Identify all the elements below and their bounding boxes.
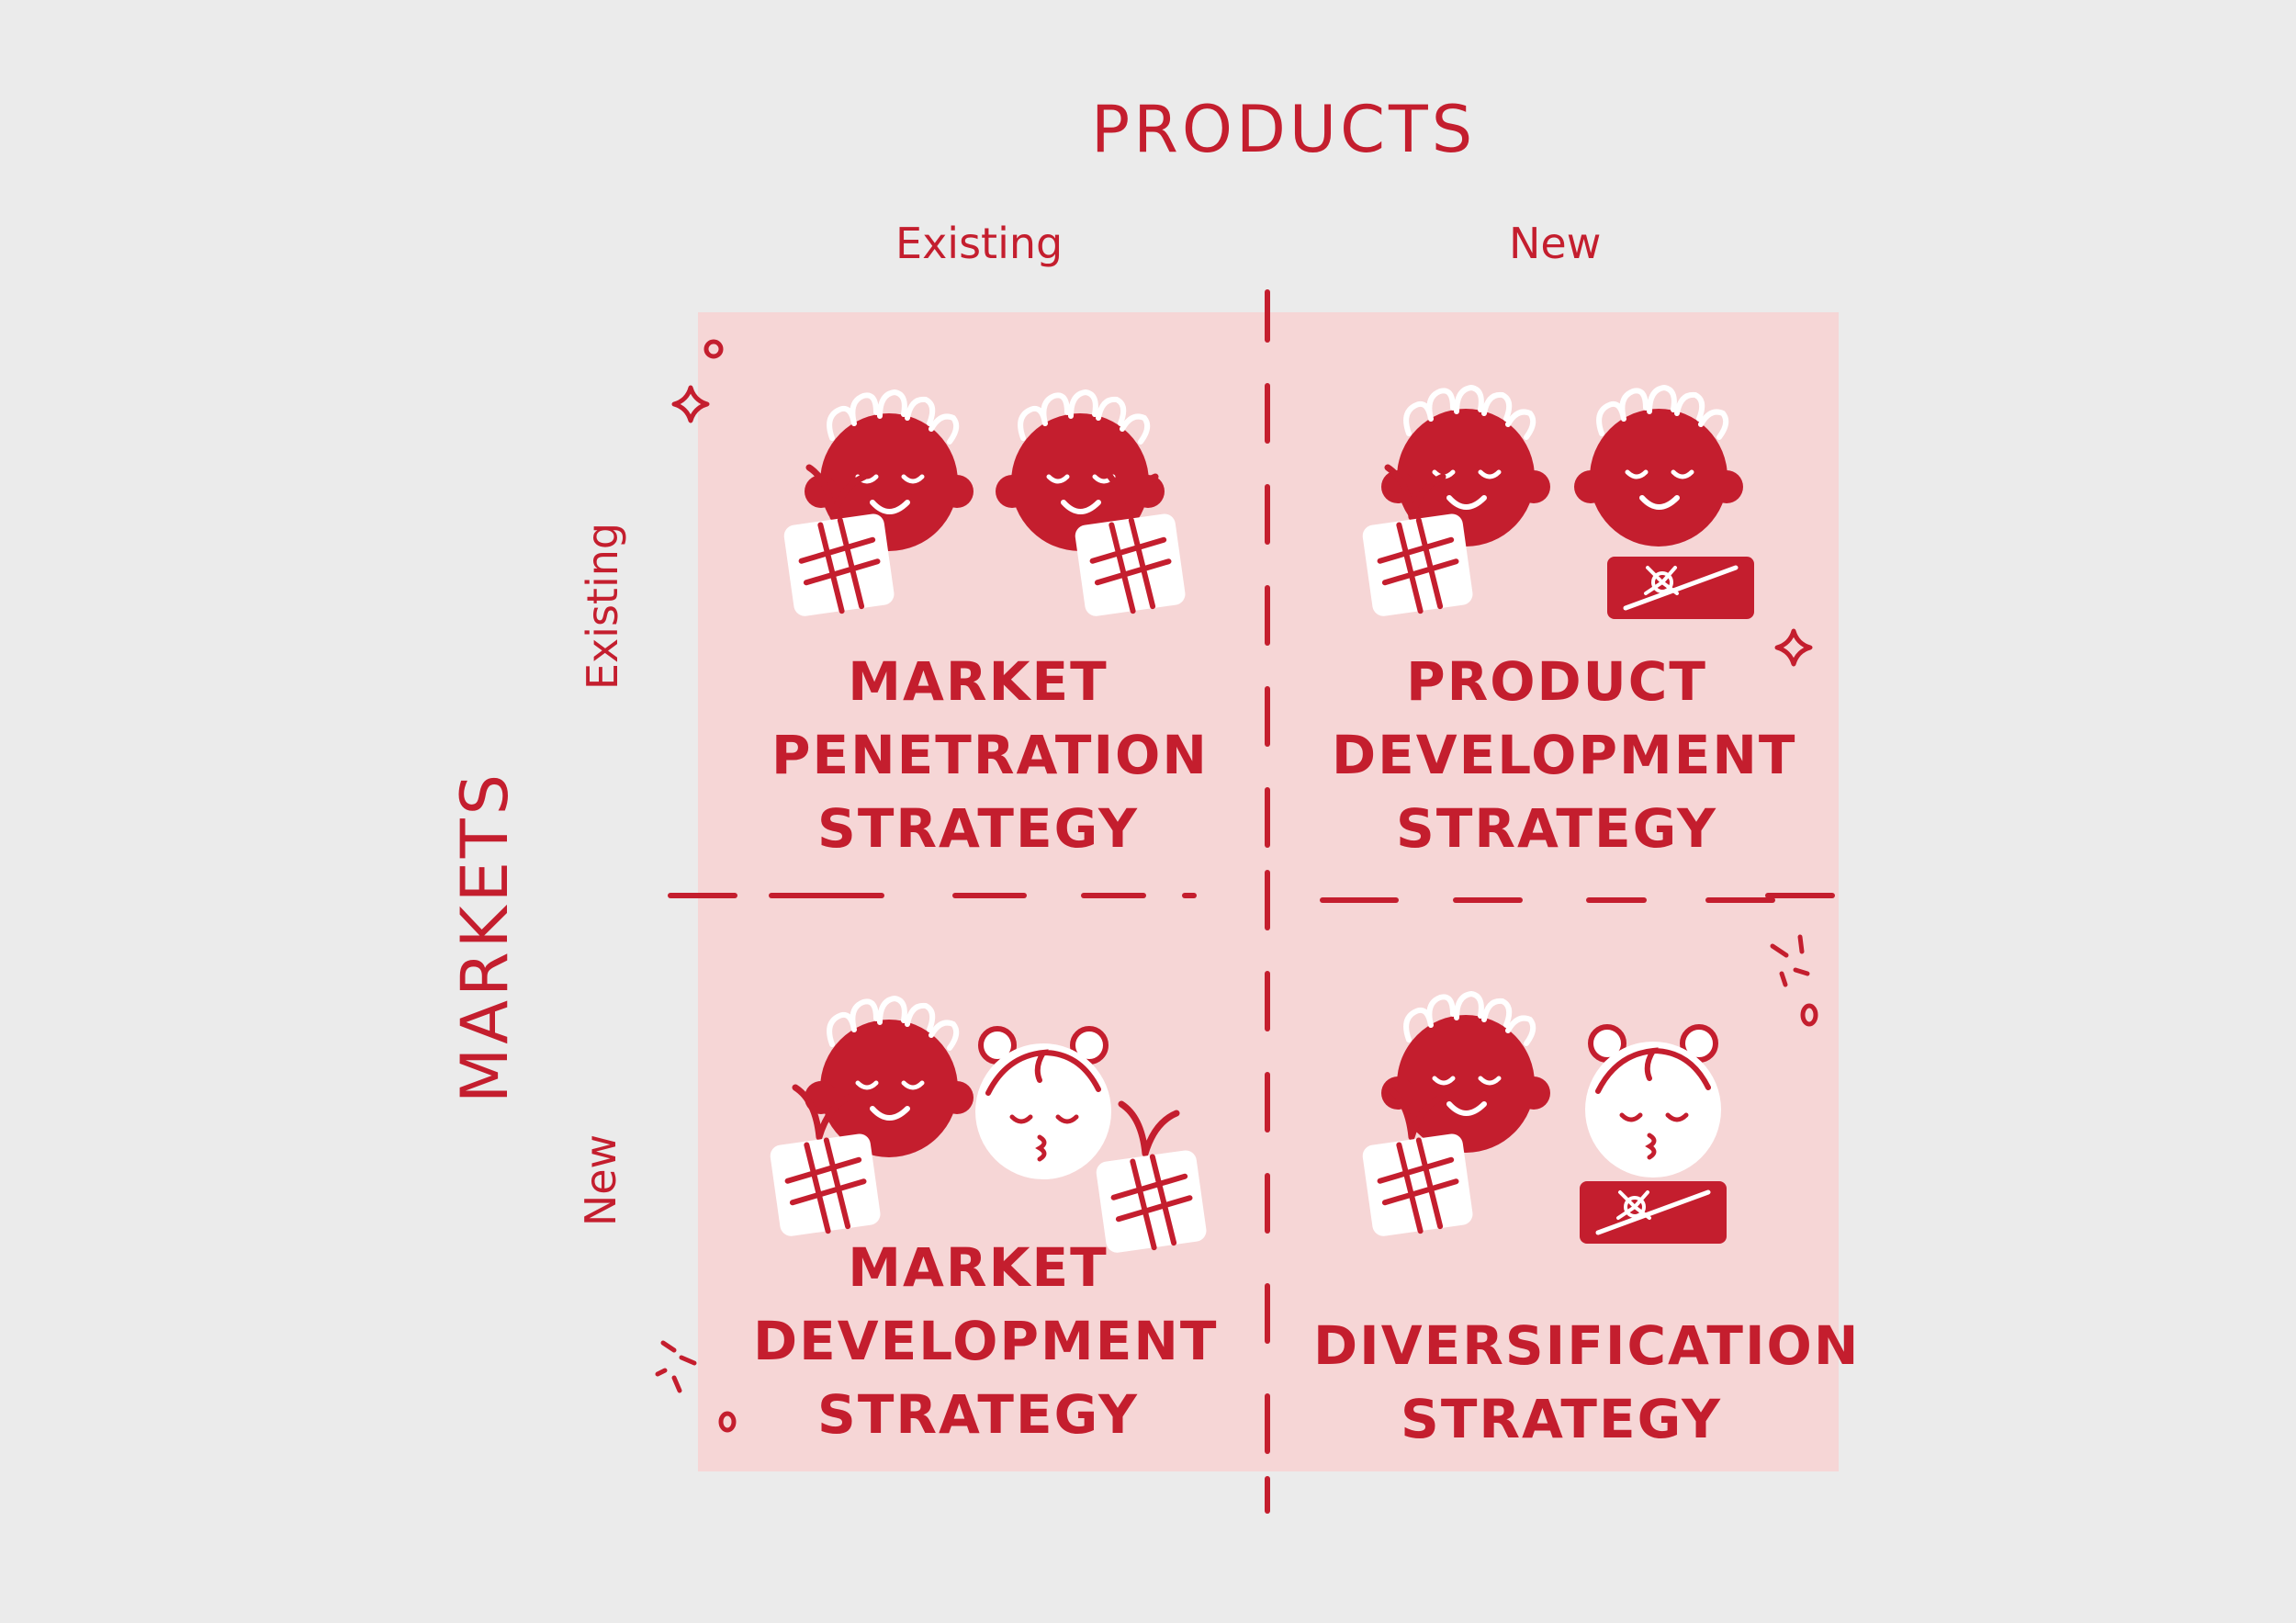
market-penetration-illustration [782, 392, 1187, 617]
diversification-label: DIVERSIFICATION STRATEGY [1313, 1314, 1861, 1451]
products-axis-title: PRODUCTS [1091, 92, 1477, 167]
products-existing-label: Existing [895, 219, 1064, 268]
product-development-label: PRODUCT DEVELOPMENT STRATEGY [1332, 650, 1797, 861]
decorative-sparkles [655, 339, 1818, 1433]
products-new-label: New [1509, 219, 1602, 268]
market-development-illustration [769, 998, 1208, 1254]
market-development-label: MARKET DEVELOPMENT STRATEGY [753, 1236, 1219, 1447]
product-development-illustration [1361, 388, 1754, 619]
horizontal-divider [668, 893, 1835, 903]
market-penetration-label: MARKET PENETRATION STRATEGY [771, 650, 1209, 861]
diversification-illustration [1361, 994, 1727, 1244]
